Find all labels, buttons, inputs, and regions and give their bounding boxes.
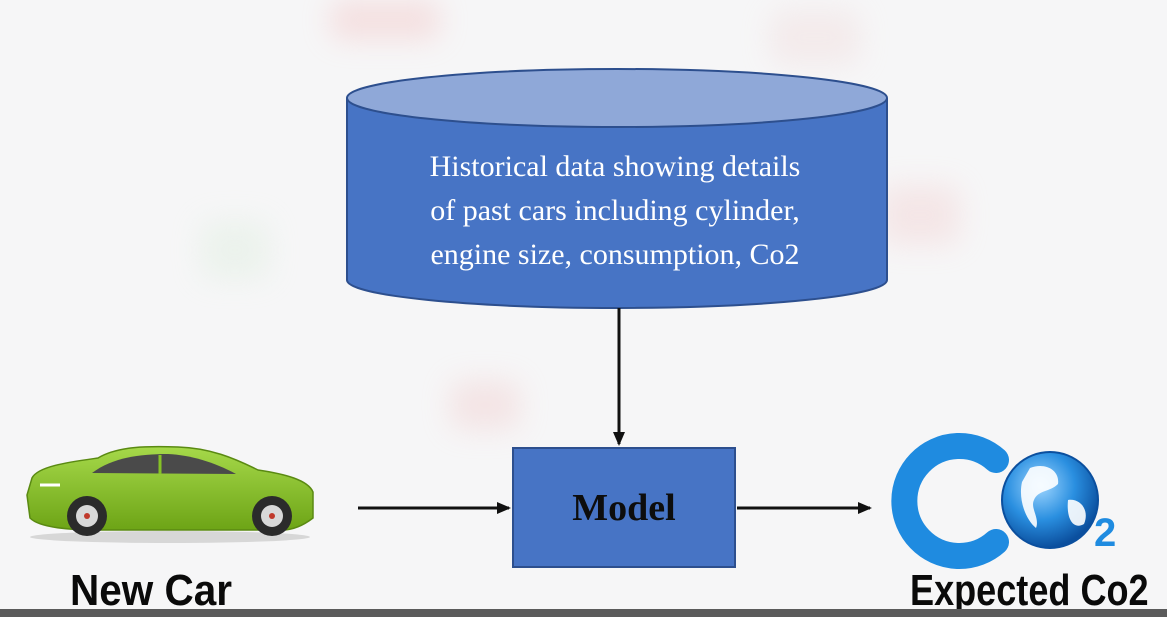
background-blob — [450, 380, 520, 430]
database-line: of past cars including cylinder, — [430, 194, 800, 227]
database-line: Historical data showing details — [429, 150, 801, 183]
new-car-label: New Car — [70, 566, 232, 615]
model-label: Model — [572, 486, 676, 529]
svg-text:2: 2 — [1094, 511, 1116, 555]
database-line: engine size, consumption, Co2 — [430, 238, 800, 271]
video-progress-bar — [0, 609, 1167, 617]
background-blob — [880, 185, 960, 245]
database-description: Historical data showing details of past … — [360, 145, 870, 277]
model-box: Model — [512, 447, 736, 568]
car-icon — [26, 445, 314, 543]
background-blob — [770, 10, 860, 65]
co2-globe-icon: 2 — [891, 433, 1116, 569]
expected-co2-label: Expected Co2 — [910, 566, 1149, 615]
background-blob — [330, 0, 440, 40]
background-blob — [200, 220, 270, 280]
database-cylinder — [346, 68, 888, 309]
